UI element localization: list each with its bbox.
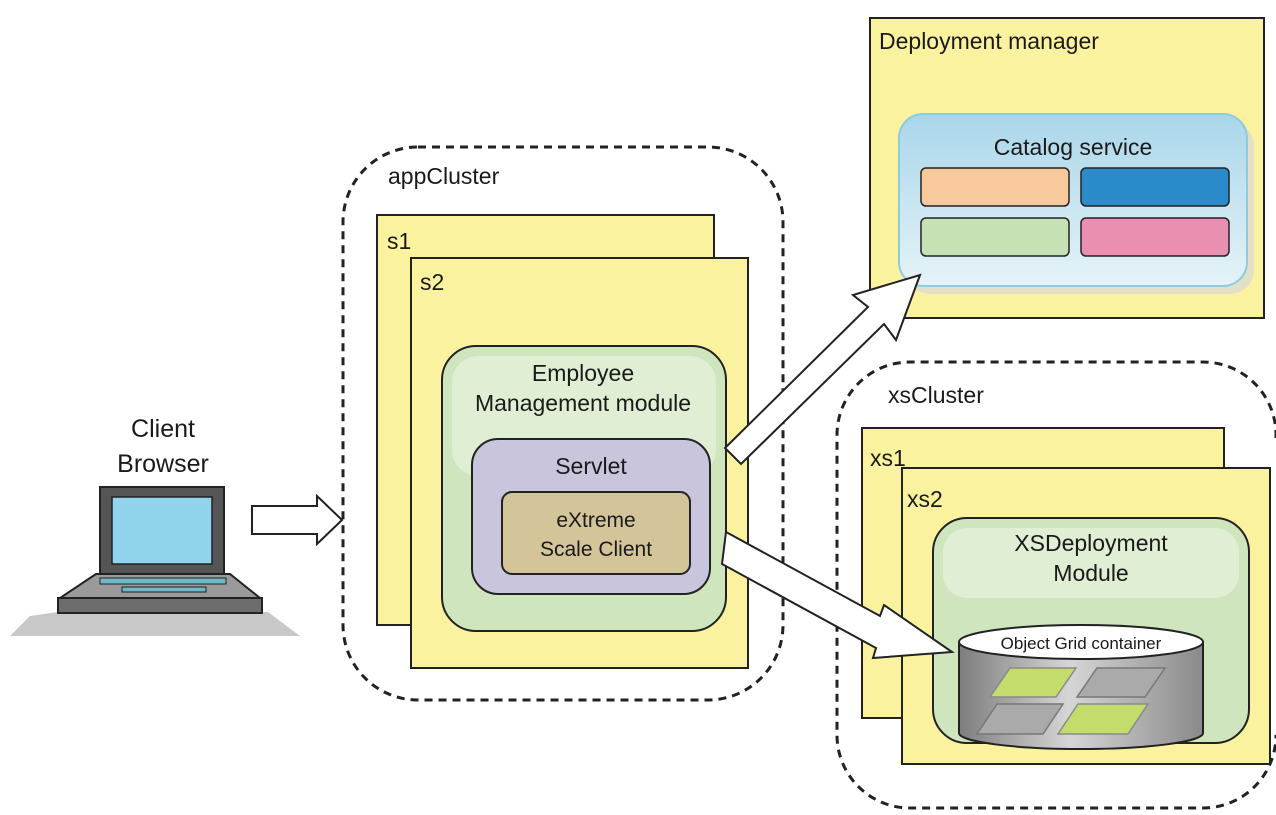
catalog-block-3 <box>920 217 1070 257</box>
server-s1-label: s1 <box>387 228 411 254</box>
catalog-block-4 <box>1080 217 1230 257</box>
extreme-scale-client: eXtreme Scale Client <box>501 491 691 575</box>
arrow-to-deployment-manager <box>723 273 922 466</box>
server-xs2-label: xs2 <box>907 486 943 512</box>
client-label-line1: Client <box>131 415 195 443</box>
xs-module-label-line2: Module <box>1053 560 1128 586</box>
arrow-client-to-appcluster <box>251 493 344 547</box>
catalog-service-label: Catalog service <box>994 134 1153 160</box>
catalog-block-2 <box>1080 167 1230 207</box>
client-label-line2: Browser <box>117 450 209 478</box>
object-grid-container-label: Object Grid container <box>1001 634 1162 653</box>
app-cluster-label: appCluster <box>388 163 500 189</box>
xs-cluster: xsCluster xs1 xs2 XSDeployment Module Ob… <box>835 360 1276 810</box>
server-xs1-label: xs1 <box>870 445 906 471</box>
catalog-service: Catalog service <box>898 113 1254 294</box>
module-label-line1: Employee <box>532 360 634 386</box>
servlet-label: Servlet <box>555 453 627 479</box>
deployment-manager: Deployment manager Catalog service <box>869 17 1265 319</box>
client-box-line2: Scale Client <box>540 538 652 561</box>
app-cluster: appCluster s1 s2 Employee Management mod… <box>341 145 785 702</box>
module-label-line2: Management module <box>475 390 691 416</box>
xs-module-label-line1: XSDeployment <box>1014 530 1168 556</box>
arrow-to-object-grid <box>720 530 955 660</box>
deployment-manager-label: Deployment manager <box>879 28 1099 54</box>
laptop-icon <box>10 486 300 636</box>
xs-cluster-label: xsCluster <box>888 382 984 408</box>
client-browser: Client Browser <box>10 415 300 636</box>
client-box-line1: eXtreme <box>556 509 635 532</box>
object-grid-container-cylinder: Object Grid container <box>958 624 1204 750</box>
catalog-block-1 <box>920 167 1070 207</box>
server-s2-label: s2 <box>420 269 444 295</box>
partition-shards <box>975 667 1167 735</box>
